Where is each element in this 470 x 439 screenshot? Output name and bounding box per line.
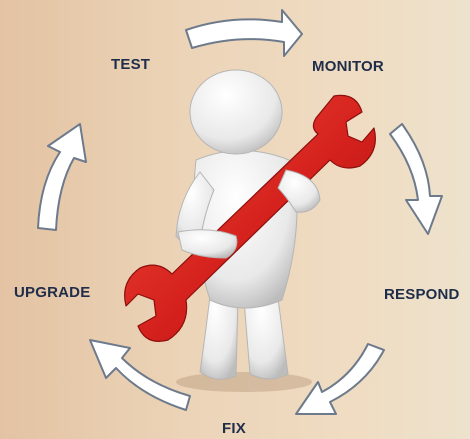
step-label-respond: RESPOND (384, 286, 460, 303)
step-label-upgrade: UPGRADE (14, 284, 91, 301)
step-label-monitor: MONITOR (312, 58, 384, 75)
arrow-respond-to-fix (295, 343, 385, 415)
arrow-monitor-to-respond (389, 123, 443, 235)
step-label-fix: FIX (222, 420, 246, 437)
red-wrench-icon (124, 94, 376, 342)
figure-with-wrench-illustration (124, 69, 376, 392)
arrow-fix-to-upgrade (89, 339, 191, 411)
step-label-test: TEST (111, 56, 151, 73)
arrow-test-to-monitor (185, 9, 303, 57)
arrow-upgrade-to-test (37, 123, 87, 231)
